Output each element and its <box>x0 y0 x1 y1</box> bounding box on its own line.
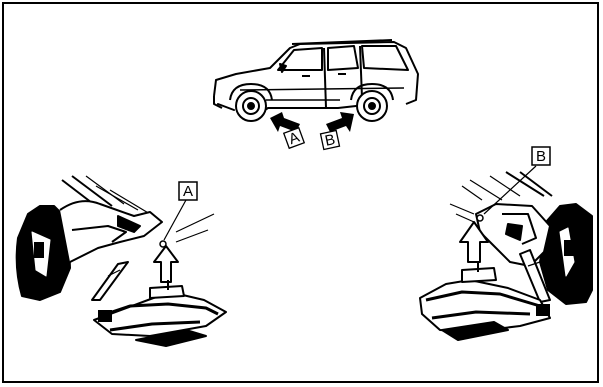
car-label-a: A <box>284 128 305 149</box>
left-jack-label-text: A <box>183 183 193 200</box>
car-label-b: B <box>321 131 340 151</box>
right-jacking-scene <box>420 166 592 340</box>
right-jack-label-text: B <box>536 148 546 165</box>
left-jacking-scene <box>17 176 226 346</box>
right-jack-label: B <box>532 147 550 165</box>
vehicle-illustration <box>214 40 418 121</box>
left-jack-label: A <box>179 182 197 200</box>
rear-lift-arrow <box>326 112 354 132</box>
